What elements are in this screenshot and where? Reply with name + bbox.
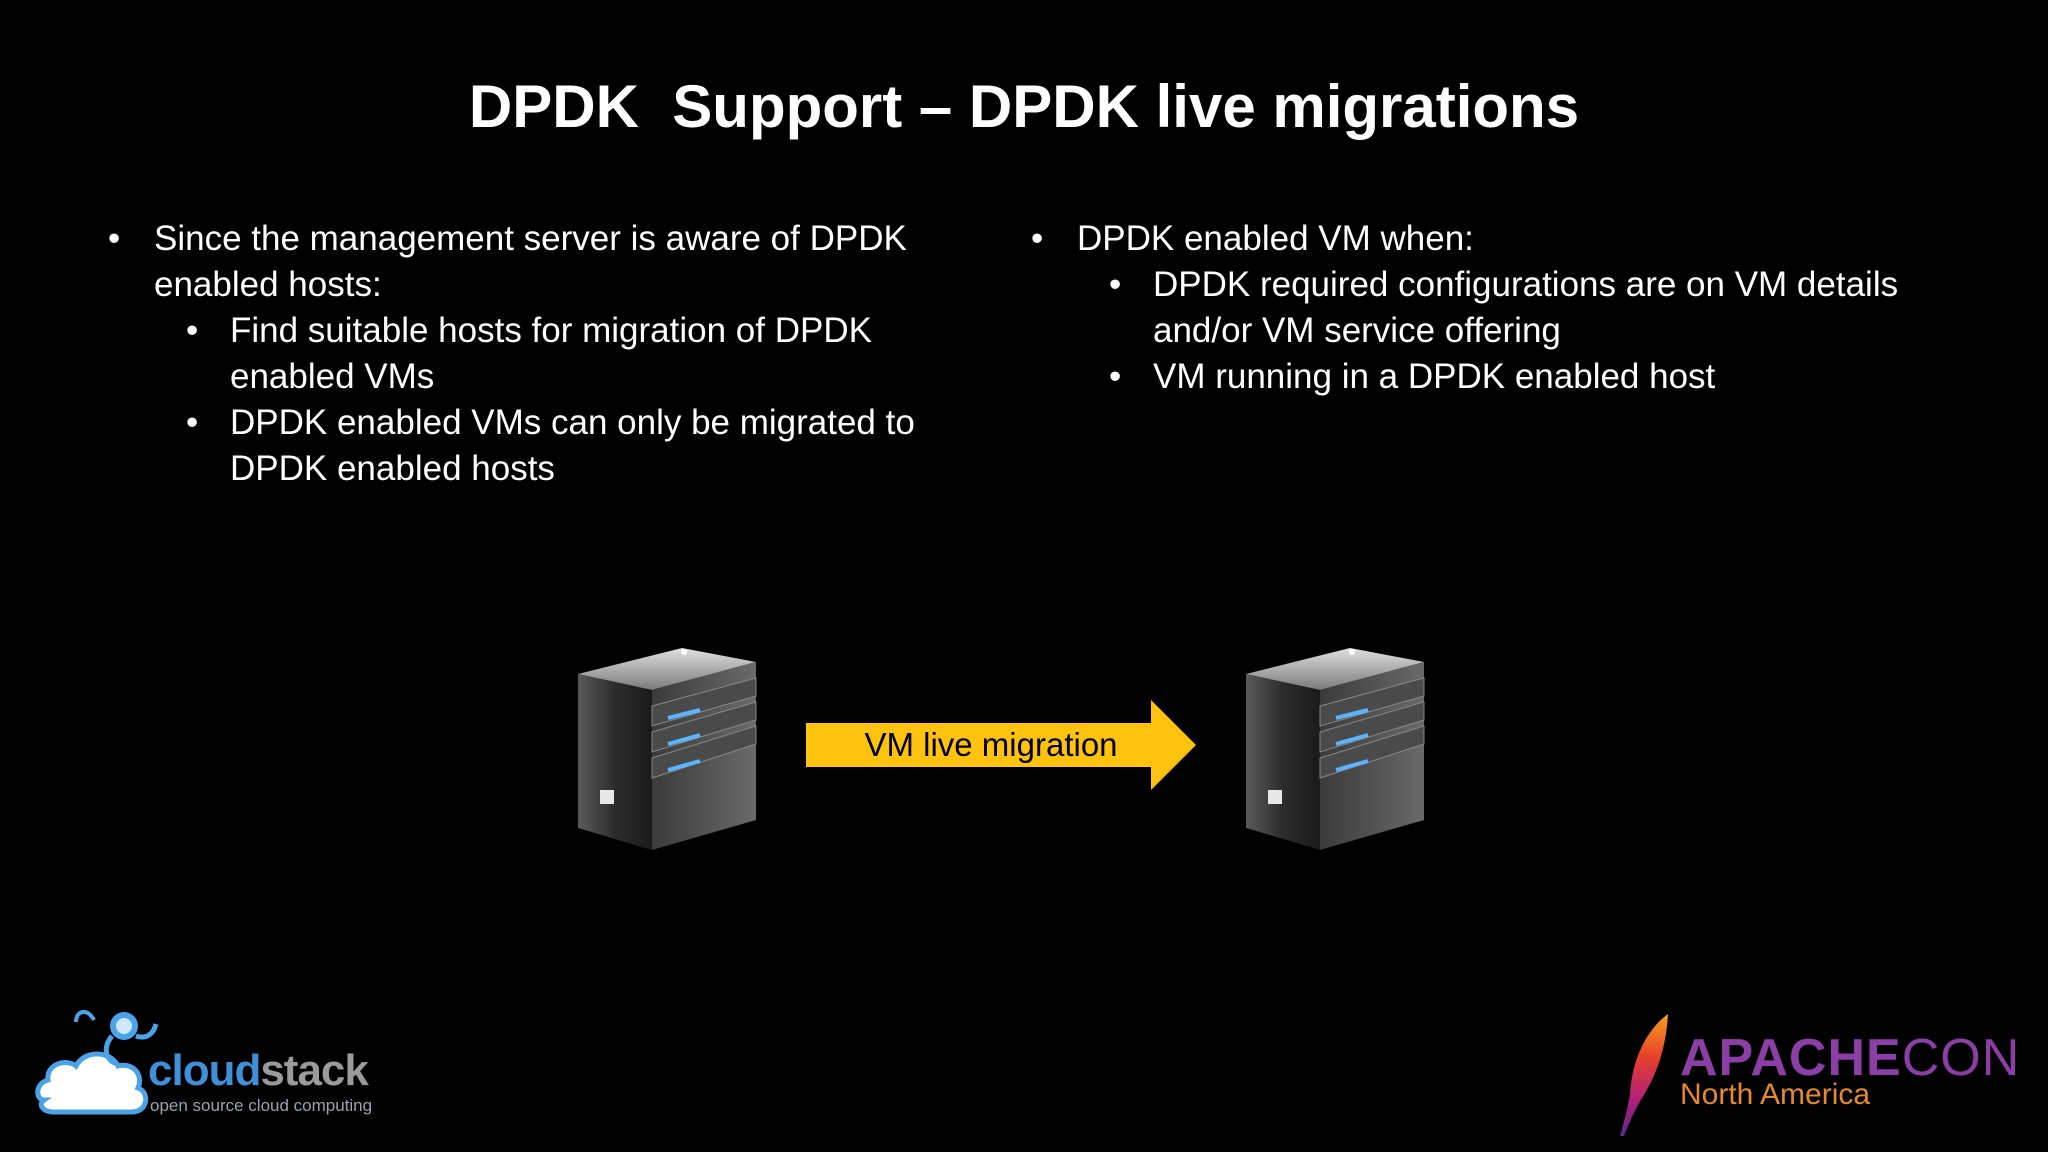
right-sub-bullet: DPDK required configurations are on VM d…: [1103, 262, 1927, 354]
source-server-icon: [578, 648, 757, 850]
cloudstack-logo-icon: [35, 1010, 159, 1115]
target-server-icon: [1246, 648, 1425, 850]
cloudstack-tagline: open source cloud computing: [150, 1096, 373, 1115]
slide-title: DPDK Support – DPDK live migrations: [468, 73, 1580, 140]
left-column: Since the management server is aware of …: [104, 216, 964, 492]
left-bullet: Since the management server is aware of …: [104, 216, 964, 492]
right-bullet-list: DPDK enabled VM when: DPDK required conf…: [1027, 216, 1927, 400]
cloudstack-wordmark: cloudstack: [148, 1046, 369, 1096]
right-bullet-text: DPDK enabled VM when:: [1077, 219, 1474, 258]
arrow-label: VM live migration: [864, 726, 1118, 763]
right-sub-bullet: VM running in a DPDK enabled host: [1103, 354, 1927, 400]
left-sub-bullet: DPDK enabled VMs can only be migrated to…: [180, 400, 964, 492]
left-bullet-text: Since the management server is aware of …: [154, 219, 907, 304]
right-sub-bullet-list: DPDK required configurations are on VM d…: [1077, 262, 1927, 400]
cloudstack-word-part-1: cloud: [148, 1046, 261, 1095]
apache-feather-icon: [1620, 1014, 1668, 1136]
apachecon-word-part-1: APACHE: [1680, 1029, 1902, 1087]
left-sub-bullet-list: Find suitable hosts for migration of DPD…: [154, 308, 964, 492]
arrow-shape: [806, 700, 1196, 790]
apachecon-subtitle: North America: [1680, 1078, 1871, 1111]
apachecon-wordmark: APACHECON: [1680, 1030, 2020, 1086]
right-column: DPDK enabled VM when: DPDK required conf…: [1027, 216, 1927, 400]
migration-arrow: [806, 700, 1196, 790]
cloudstack-word-part-2: stack: [260, 1046, 369, 1095]
apachecon-word-part-2: CON: [1901, 1029, 2021, 1087]
left-bullet-list: Since the management server is aware of …: [104, 216, 964, 492]
right-bullet: DPDK enabled VM when: DPDK required conf…: [1027, 216, 1927, 400]
left-sub-bullet: Find suitable hosts for migration of DPD…: [180, 308, 964, 400]
